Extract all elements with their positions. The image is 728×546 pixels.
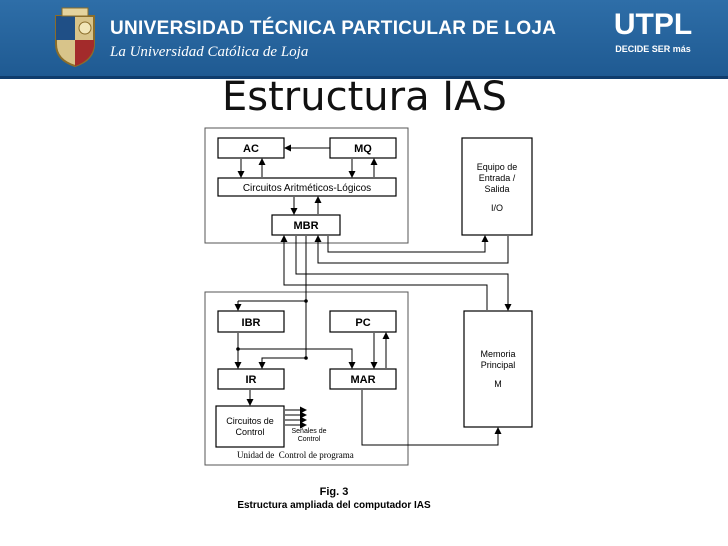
memory-label-line2: Principal [481, 360, 516, 370]
mbr-to-memory-arrow [295, 236, 512, 311]
control-circuits-label-line1: Circuitos de [226, 416, 274, 426]
slide-title: Estructura IAS [222, 74, 507, 120]
memory-label-line1: Memoria [480, 349, 515, 359]
brand-tagline: DECIDE SER más [615, 44, 691, 54]
ir-label: IR [246, 374, 257, 386]
bus-to-ir-arrow [258, 357, 306, 369]
ibr-register-box [217, 310, 285, 333]
figure-number: Fig. 3 [319, 486, 349, 498]
ibr-to-mar-arrow [238, 348, 356, 369]
figure-caption: Estructura ampliada del computador IAS [237, 500, 431, 511]
memory-to-mbr-arrow [280, 235, 488, 310]
mbr-label: MBR [293, 220, 318, 232]
memory-label-line3: M [494, 379, 502, 389]
io-label-line3: Salida [484, 184, 509, 194]
bus-junction-dot [304, 356, 308, 360]
brand-logo: UTPL DECIDE SER más [598, 8, 708, 55]
mar-register-box [329, 368, 397, 390]
university-subtitle: La Universidad Católica de Loja [110, 44, 309, 60]
header-banner [0, 0, 728, 76]
bus-junction-dot [236, 347, 240, 351]
control-circuits-box [215, 405, 285, 448]
control-unit-label: Unidad de Control de programa [237, 450, 354, 460]
mar-to-memory-arrow [361, 390, 502, 446]
mar-label: MAR [350, 374, 375, 386]
bus-junction-dot [304, 299, 308, 303]
mbr-to-io-arrow [327, 235, 489, 253]
pc-label: PC [355, 317, 370, 329]
mbr-register-box [271, 214, 341, 236]
main-memory-box [463, 310, 533, 428]
ac-label: AC [243, 143, 259, 155]
ibr-label: IBR [242, 317, 261, 329]
alu-label: Circuitos Aritméticos-Lógicos [243, 183, 371, 194]
io-equipment-box [461, 137, 533, 236]
brand-name: UTPL [613, 8, 693, 41]
io-label-line2: Entrada / [479, 173, 516, 183]
alu-box [217, 177, 397, 197]
header-divider [0, 76, 728, 79]
control-circuits-label-line2: Control [235, 427, 264, 437]
io-to-mbr-arrow [314, 235, 509, 264]
io-label-line1: Equipo de [477, 162, 518, 172]
mq-label: MQ [354, 143, 372, 155]
university-crest-icon [55, 7, 95, 68]
university-name: UNIVERSIDAD TÉCNICA PARTICULAR DE LOJA [110, 18, 557, 39]
io-label-line4: I/O [491, 203, 503, 213]
pc-register-box [329, 310, 397, 333]
control-signals-label-line2: Control [298, 436, 321, 443]
control-signals-label-line1: Señales de [291, 428, 326, 435]
ir-register-box [217, 368, 285, 390]
